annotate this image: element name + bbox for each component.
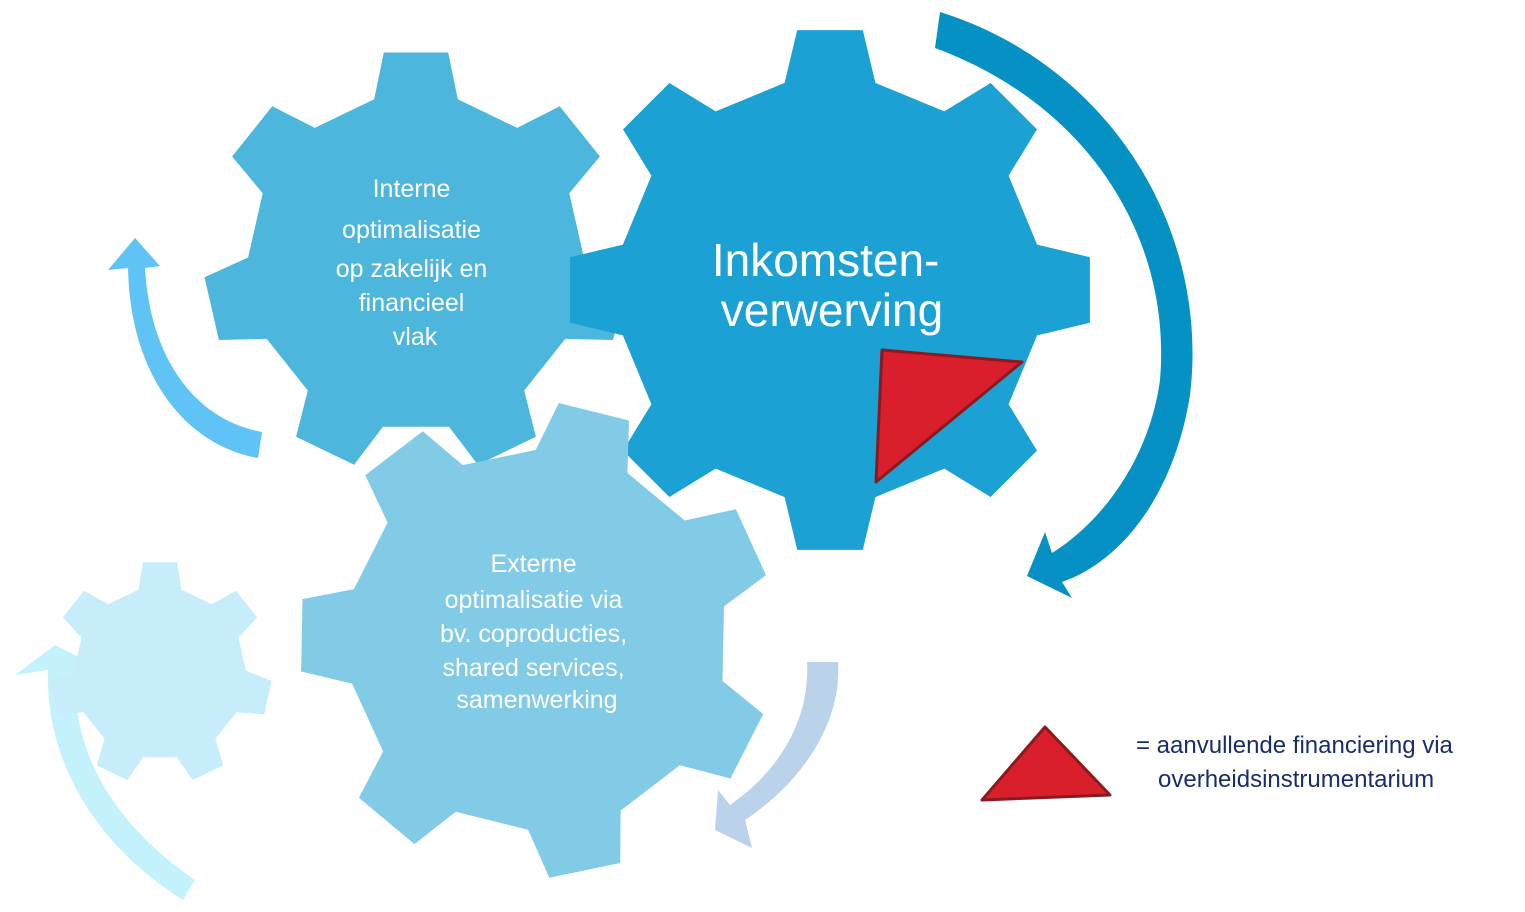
externe-label-line: bv. coproducties, <box>440 620 627 648</box>
interne-gear-arrow <box>108 238 262 458</box>
inkomsten-label-line: Inkomsten- <box>712 234 940 286</box>
interne-label-line: vlak <box>393 323 438 351</box>
externe-label-line: optimalisatie via <box>445 586 623 614</box>
interne-label-line: Interne <box>373 175 451 203</box>
legend-line-2: overheidsinstrumentarium <box>1158 766 1434 793</box>
legend-marker-icon <box>980 725 1112 802</box>
externe-gear <box>301 403 766 878</box>
interne-gear-label: Interne optimalisatie op zakelijk en fin… <box>336 175 494 351</box>
externe-label-line: Externe <box>490 550 576 578</box>
small-gear <box>48 562 272 781</box>
legend: = aanvullende financiering via overheids… <box>980 725 1454 802</box>
inkomsten-gear-label: Inkomsten- verwerving <box>712 234 952 336</box>
funding-marker <box>874 348 1024 484</box>
externe-label-line: shared services, <box>443 654 625 682</box>
externe-gear-label: Externe optimalisatie via bv. coproducti… <box>440 550 634 714</box>
interne-label-line: optimalisatie <box>342 216 481 244</box>
inkomsten-gear <box>570 30 1090 550</box>
interne-label-line: financieel <box>359 289 465 317</box>
legend-line-1: = aanvullende financiering via <box>1136 732 1454 759</box>
inkomsten-gear-arrow <box>935 12 1193 598</box>
inkomsten-label-line: verwerving <box>721 284 943 336</box>
interne-label-line: op zakelijk en <box>336 255 487 283</box>
externe-label-line: samenwerking <box>456 686 617 714</box>
externe-gear-arrow <box>715 662 839 848</box>
interne-gear <box>204 52 628 465</box>
